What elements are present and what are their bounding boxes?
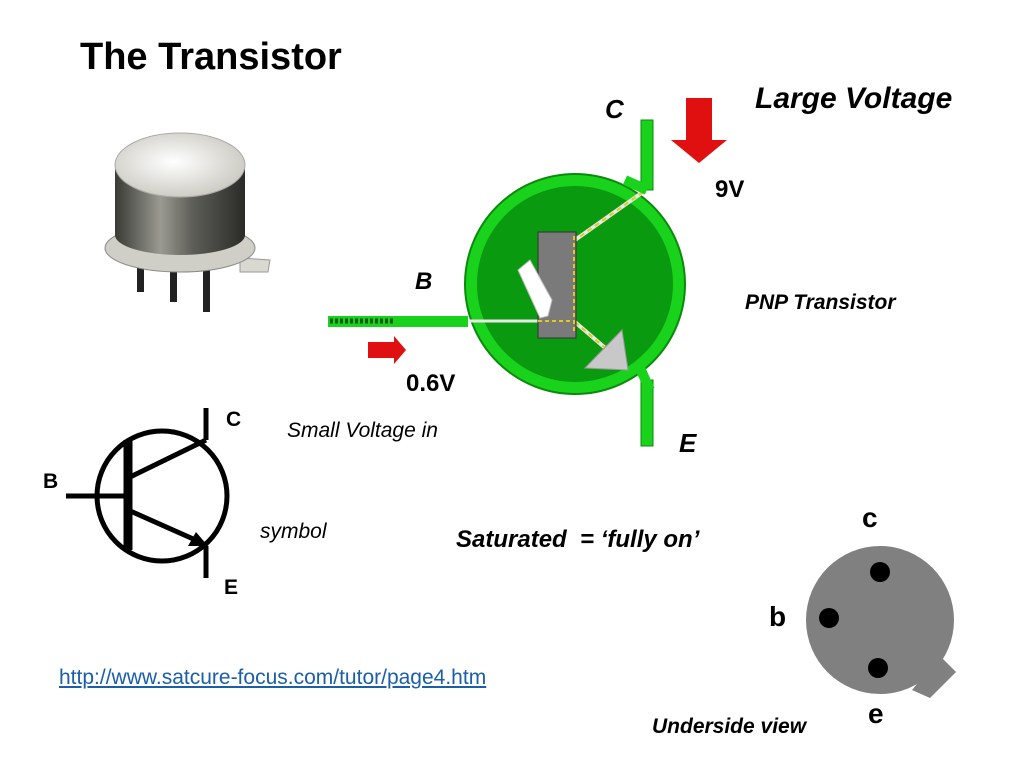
transistor-photo (104, 132, 271, 312)
underside-view (806, 546, 956, 698)
symbol-c-label: C (226, 408, 242, 431)
underside-e-label: e (868, 698, 884, 729)
symbol-emitter-line (126, 507, 202, 545)
pnp-type-label: PNP Transistor (745, 291, 896, 314)
emitter-pin (868, 658, 888, 678)
base-block (537, 231, 577, 339)
symbol-caption: symbol (260, 520, 327, 543)
underside-caption: Underside view (652, 715, 807, 738)
collector-internal-dash (574, 191, 644, 241)
small-voltage-label: Small Voltage in (287, 419, 438, 442)
underside-b-label: b (769, 601, 787, 632)
collector-bend (622, 175, 650, 195)
collector-label: C (605, 94, 624, 124)
transistor-leg (137, 262, 144, 292)
transistor-leg (203, 262, 210, 312)
large-voltage-arrow-icon (671, 98, 727, 163)
saturated-text: Saturated = ‘fully on’ (456, 526, 700, 553)
switch-contact-icon (517, 259, 553, 319)
symbol-collector-line (126, 437, 208, 481)
collector-pin (870, 562, 890, 582)
small-voltage-arrow-icon (368, 336, 406, 364)
underside-tab (912, 656, 956, 698)
symbol-emitter-arrow-icon (188, 532, 208, 546)
base-label: B (415, 268, 433, 295)
emitter-bend (635, 365, 655, 393)
symbol-e-label: E (224, 576, 239, 599)
underside-c-label: c (862, 502, 878, 533)
transistor-leg (170, 268, 177, 302)
source-link[interactable]: http://www.satcure-focus.com/tutor/page4… (59, 666, 487, 689)
base-pin (819, 608, 839, 628)
emitter-label: E (679, 428, 697, 458)
base-lead (328, 316, 468, 327)
collector-lead (640, 119, 654, 191)
symbol-b-label: B (43, 470, 59, 493)
underside-disc (806, 546, 954, 694)
collector-voltage: 9V (715, 176, 745, 203)
pnp-transistor-diagram (328, 98, 727, 447)
transistor-top (114, 132, 246, 198)
page-title: The Transistor (80, 36, 342, 78)
base-voltage: 0.6V (406, 370, 456, 397)
emitter-arrow-icon (583, 328, 629, 371)
transistor-tab (239, 257, 271, 273)
transistor-symbol (66, 408, 230, 578)
large-voltage-label: Large Voltage (755, 82, 953, 115)
